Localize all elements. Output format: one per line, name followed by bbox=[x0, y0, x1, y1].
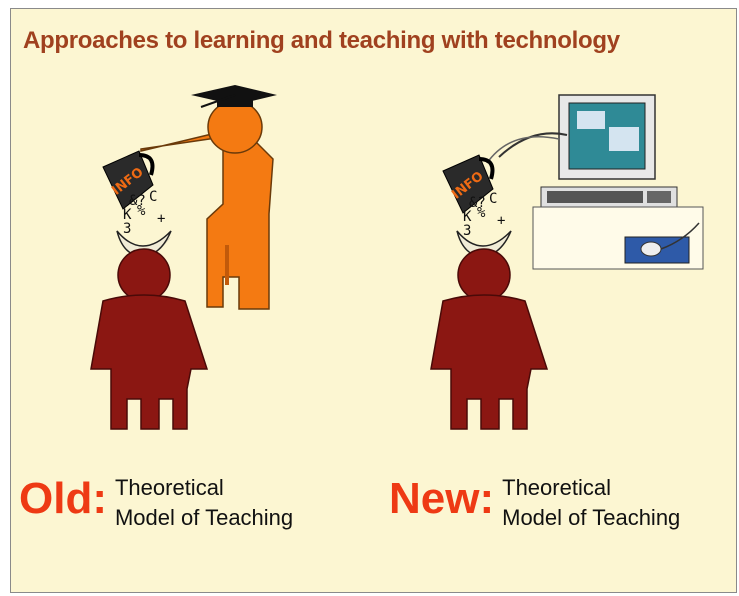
svg-text:3: 3 bbox=[463, 223, 471, 239]
caption-old: Old: Theoretical Model of Teaching bbox=[19, 474, 293, 533]
info-jug-icon: INFO bbox=[102, 150, 155, 210]
svg-text:C: C bbox=[489, 191, 497, 207]
teacher-figure bbox=[140, 100, 274, 310]
caption-old-text: Theoretical Model of Teaching bbox=[115, 473, 293, 533]
caption-new: New: Theoretical Model of Teaching bbox=[389, 474, 680, 533]
caption-old-line1: Theoretical bbox=[114, 475, 224, 500]
svg-text:C: C bbox=[149, 189, 157, 205]
svg-text:&?: &? bbox=[469, 195, 486, 211]
computer-icon bbox=[486, 94, 704, 270]
svg-text:+: + bbox=[497, 213, 505, 229]
svg-text:3: 3 bbox=[123, 221, 131, 237]
caption-old-line2: Model of Teaching bbox=[114, 505, 294, 530]
svg-text:%: % bbox=[137, 203, 146, 219]
student-figure-new bbox=[430, 230, 549, 430]
svg-text:K: K bbox=[123, 207, 132, 223]
svg-text:%: % bbox=[477, 205, 486, 221]
svg-text:&?: &? bbox=[129, 193, 146, 209]
falling-letters: &?C K% + 3 bbox=[123, 189, 165, 237]
falling-letters-new: &?C K% + 3 bbox=[463, 191, 505, 239]
slide-title: Approaches to learning and teaching with… bbox=[23, 27, 620, 54]
info-jug-icon-new: INFO bbox=[442, 154, 495, 214]
caption-new-text: Theoretical Model of Teaching bbox=[502, 473, 680, 533]
caption-new-label: New: bbox=[389, 474, 495, 523]
caption-old-label: Old: bbox=[19, 474, 107, 523]
caption-new-line2: Model of Teaching bbox=[502, 505, 681, 530]
graduation-cap-icon bbox=[191, 85, 277, 108]
svg-text:K: K bbox=[463, 209, 472, 225]
slide: Approaches to learning and teaching with… bbox=[10, 8, 737, 593]
student-figure-old bbox=[90, 230, 209, 430]
caption-new-line1: Theoretical bbox=[502, 475, 611, 500]
illustration: INFO &?C K%+ 3 bbox=[90, 85, 704, 430]
svg-text:+: + bbox=[157, 211, 165, 227]
